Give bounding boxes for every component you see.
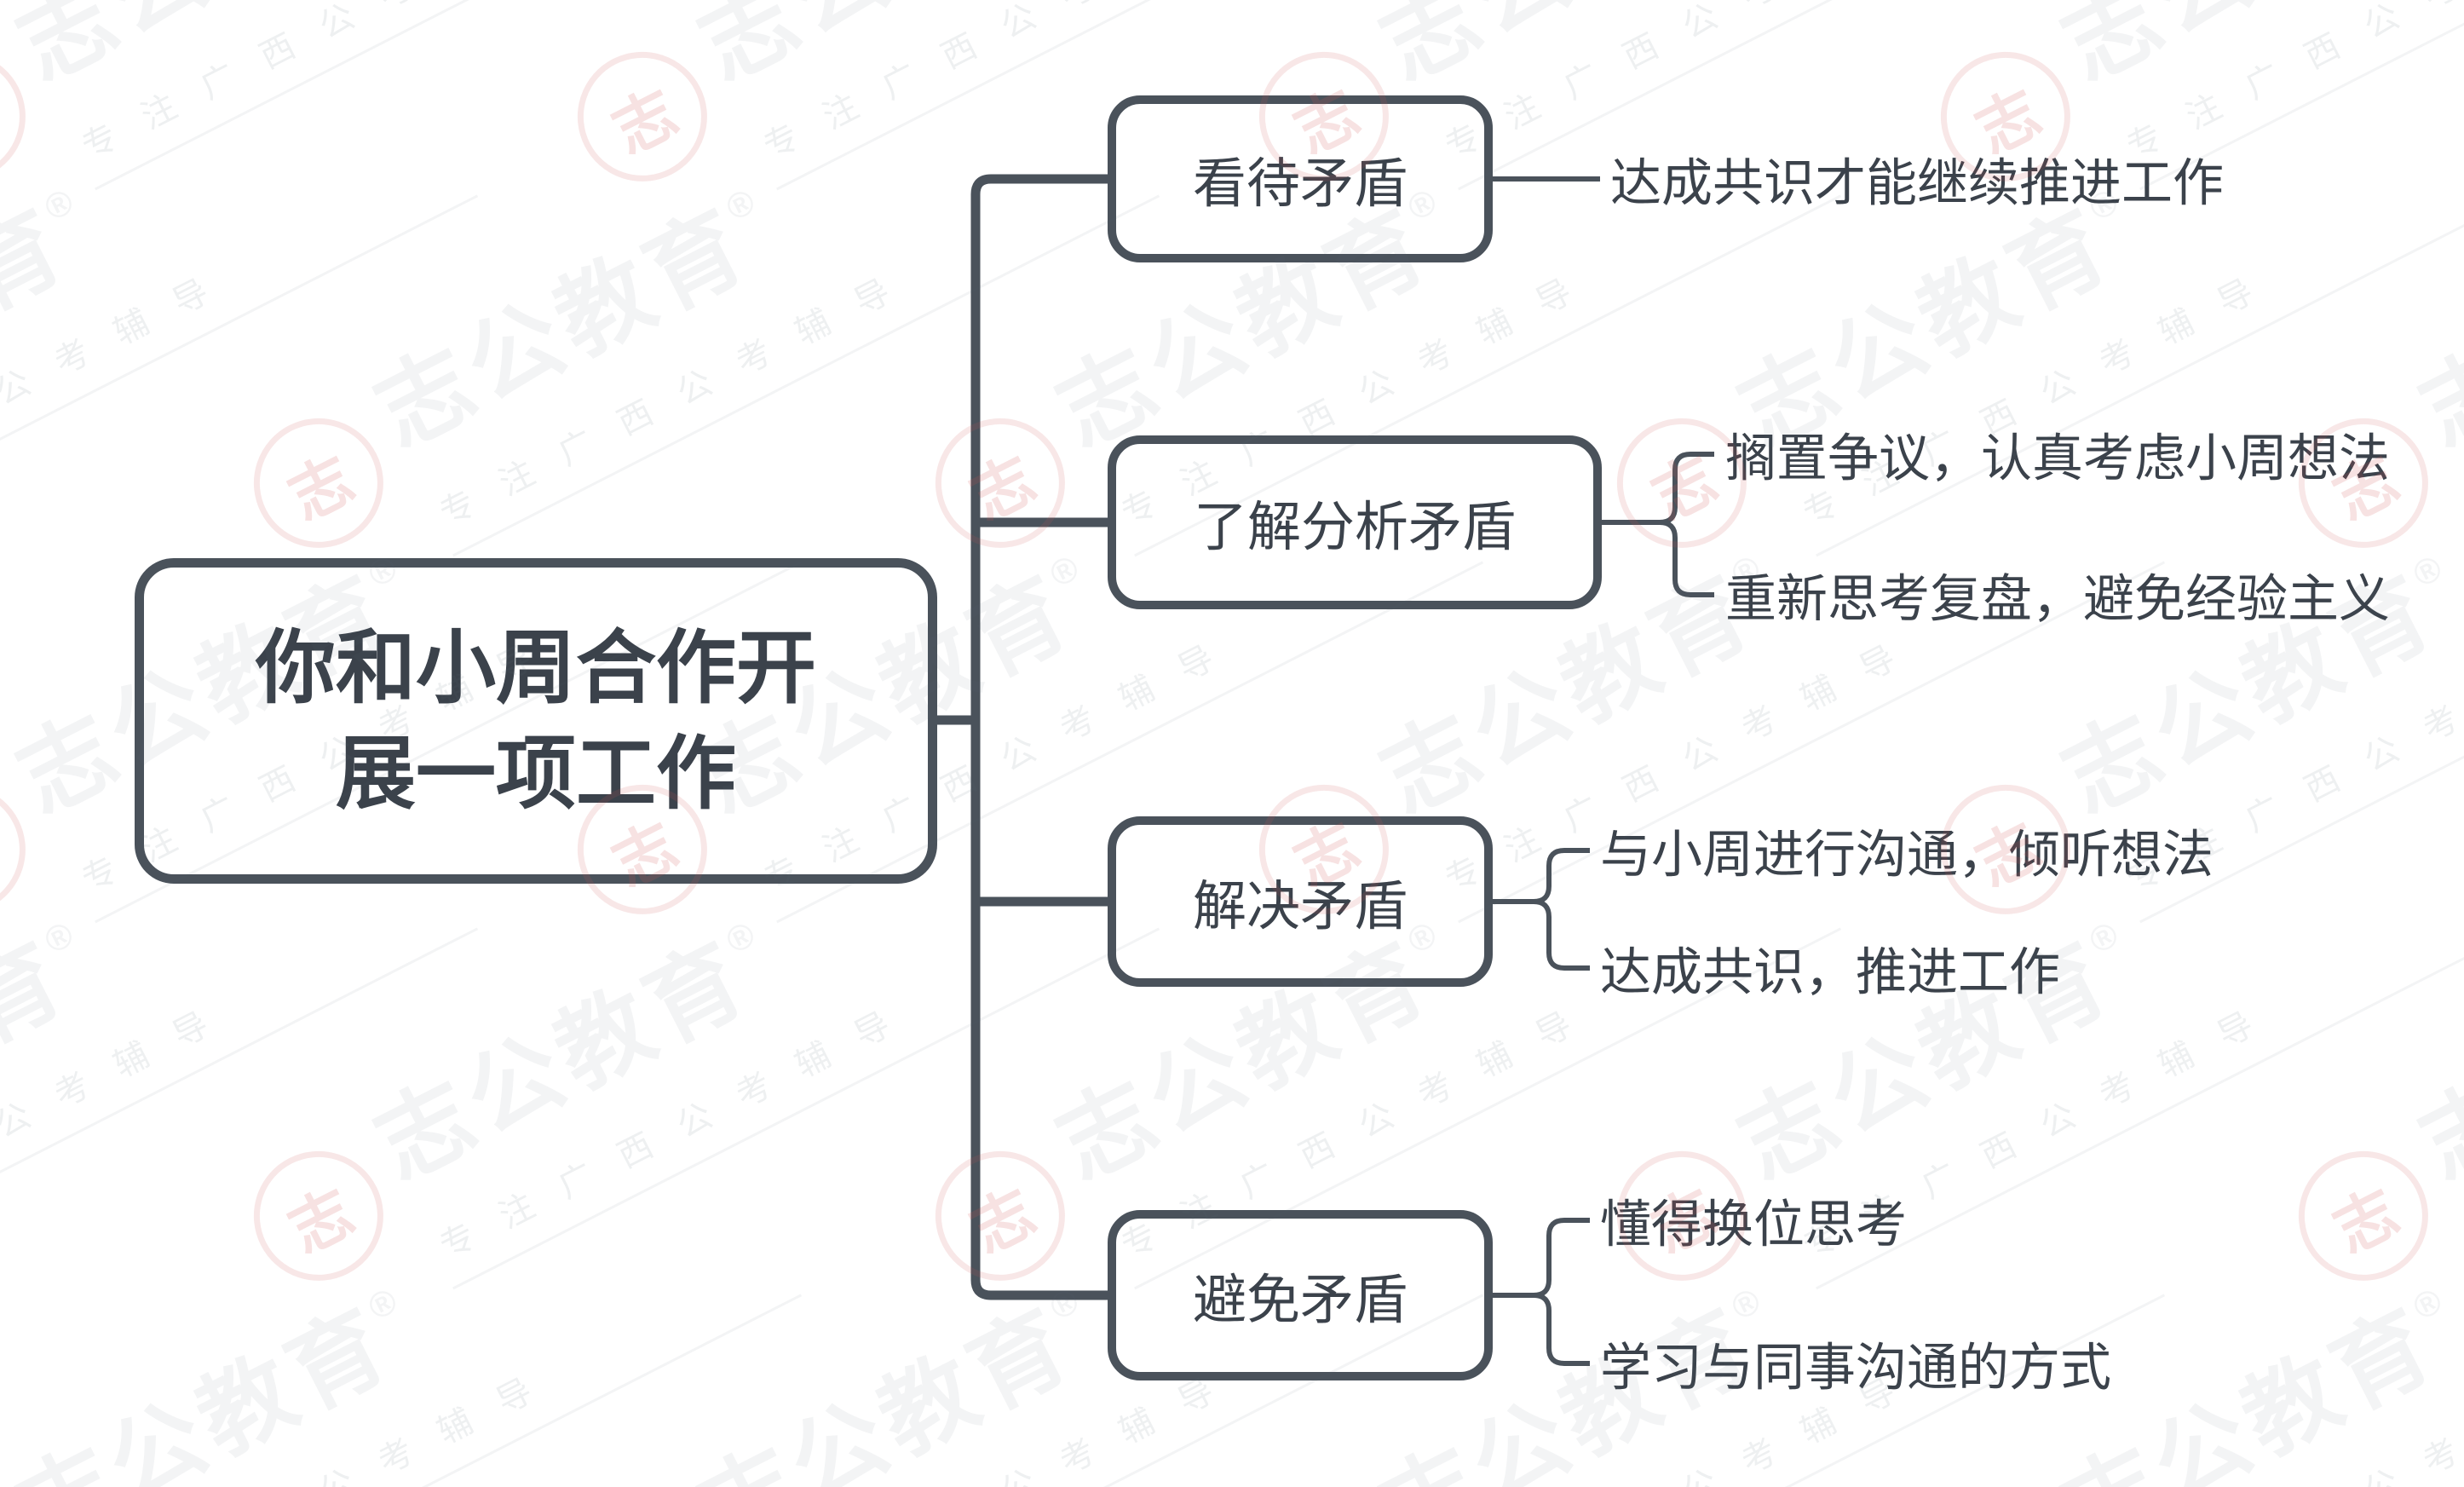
branch-node-bimian-maodun[interactable]: 避免矛盾 — [1108, 1210, 1493, 1380]
root-node[interactable]: 你和小周合作开 展一项工作 — [135, 558, 937, 884]
leaf-item[interactable]: 达成共识才能继续推进工作 — [1610, 154, 2224, 212]
connector-leaf-2-1 — [1602, 520, 1714, 597]
connector-leaf-4-1 — [1493, 1293, 1590, 1366]
branch-label: 避免矛盾 — [1193, 1270, 1408, 1330]
connector-leaf-2-0 — [1602, 452, 1714, 525]
connector-trunk — [970, 174, 1108, 1300]
connector-leaf-3-1 — [1493, 899, 1590, 971]
leaf-item[interactable]: 搁置争议，认真考虑小周想法 — [1725, 429, 2390, 487]
branch-node-liaojie-fenxi-maodun[interactable]: 了解分析矛盾 — [1108, 435, 1602, 609]
branch-label: 了解分析矛盾 — [1194, 497, 1516, 557]
connector-leaf-3-0 — [1493, 848, 1590, 904]
leaf-item[interactable]: 达成共识，推进工作 — [1600, 943, 2060, 1001]
root-node-label-line2: 展一项工作 — [335, 729, 736, 818]
branch-label: 解决矛盾 — [1193, 876, 1408, 937]
root-node-label: 你和小周合作开 展一项工作 — [256, 615, 816, 827]
connector-leaf-4-0 — [1493, 1218, 1590, 1298]
leaf-item[interactable]: 懂得换位思考 — [1600, 1196, 1907, 1254]
root-node-label-line1: 你和小周合作开 — [255, 622, 816, 712]
branch-node-kandai-maodun[interactable]: 看待矛盾 — [1108, 95, 1493, 262]
branch-label: 看待矛盾 — [1193, 153, 1408, 214]
leaf-item[interactable]: 学习与同事沟通的方式 — [1600, 1339, 2111, 1397]
branch-node-jiejue-maodun[interactable]: 解决矛盾 — [1108, 816, 1493, 987]
leaf-item[interactable]: 与小周进行沟通，倾听想法 — [1600, 826, 2214, 884]
leaf-item[interactable]: 重新思考复盘，避免经验主义 — [1725, 570, 2390, 628]
